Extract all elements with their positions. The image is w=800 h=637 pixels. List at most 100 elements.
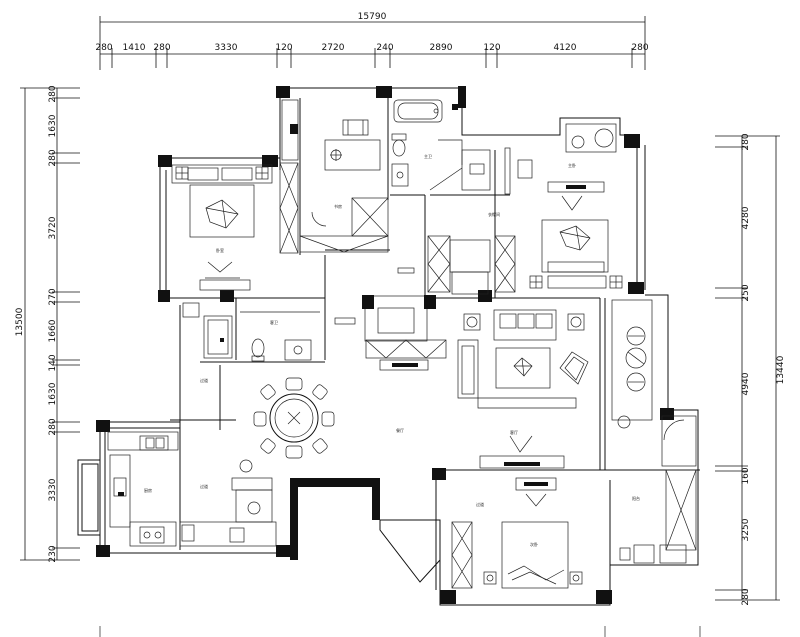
lamp-icon	[529, 275, 543, 289]
top-seg-6: 240	[376, 43, 393, 53]
interior-walls	[100, 98, 700, 590]
chair-icon	[285, 377, 303, 391]
top-seg-0: 280	[95, 43, 112, 53]
right-seg-6: 280	[741, 588, 751, 605]
room-label-dining: 餐厅	[396, 427, 404, 433]
bed-icon	[189, 184, 255, 238]
room-label-corridor: 过道	[200, 377, 208, 383]
kitchen: 厨房 过道	[107, 431, 277, 547]
lamp-icon	[567, 313, 585, 331]
lamp-icon	[483, 571, 497, 585]
chair-icon	[312, 438, 328, 454]
top-seg-4: 120	[275, 43, 292, 53]
bed-icon: 次卧	[501, 521, 569, 589]
top-ticks	[111, 48, 633, 68]
lamp-icon	[255, 166, 269, 180]
room-label-cloakroom: 衣帽间	[488, 211, 500, 217]
room-label-study: 书房	[334, 203, 342, 209]
dining-table-icon	[269, 393, 319, 443]
bathtub-icon	[393, 99, 443, 123]
bed-icon	[541, 219, 609, 273]
room-label-bedroom-nw: 卧室	[216, 247, 224, 253]
bedroom-nw: 卧室	[171, 164, 273, 291]
right-total-dim: 13440	[776, 355, 786, 384]
left-seg-9: 3330	[48, 478, 58, 501]
right-seg-4: 160	[741, 467, 751, 484]
right-seg-0: 280	[741, 133, 751, 150]
room-label-bedroom-ne: 主卧	[568, 162, 576, 168]
left-seg-2: 280	[48, 149, 58, 166]
sofa-icon	[493, 309, 557, 341]
top-seg-1: 1410	[123, 43, 146, 53]
chair-icon	[625, 347, 647, 369]
room-label-corridor-3: 过道	[476, 501, 484, 507]
top-seg-9: 4120	[554, 43, 577, 53]
corner-tick-marks	[99, 626, 701, 637]
sink-icon	[113, 477, 127, 497]
armchair-icon	[565, 123, 617, 153]
living-room: 客厅	[457, 309, 589, 469]
top-seg-5: 2720	[322, 43, 345, 53]
stove-icon	[139, 526, 165, 544]
right-dimension-chain: 13440 280 4280 250 4940 160 3250 280	[715, 133, 786, 606]
chair-icon	[253, 411, 267, 427]
room-label-master-bath: 主卫	[424, 153, 432, 159]
room-label-balcony: 阳台	[632, 495, 640, 501]
study-room: 书房	[279, 99, 389, 254]
left-dimension-chain: 13500 280 1630 280 3720 270 1660 140 163…	[15, 85, 80, 563]
left-seg-10: 230	[48, 545, 58, 562]
room-label-kitchen: 厨房	[144, 487, 152, 493]
lamp-icon	[175, 166, 189, 180]
right-seg-5: 3250	[741, 518, 751, 541]
chair-icon	[626, 372, 646, 392]
master-bath: 主卫	[391, 99, 463, 191]
right-ticks	[715, 146, 748, 591]
bedroom-ne: 主卧	[517, 123, 623, 289]
left-seg-6: 140	[48, 354, 58, 371]
chair-icon	[312, 384, 328, 400]
dining-area: 过道 餐厅	[200, 267, 415, 459]
toilet-icon	[391, 133, 407, 157]
left-seg-5: 1660	[48, 319, 58, 342]
room-label-guest-bath: 客卫	[270, 319, 278, 325]
left-seg-7: 1630	[48, 382, 58, 405]
chair-icon	[260, 384, 276, 400]
right-seg-1: 4280	[741, 206, 751, 229]
east-balcony: 阳台	[611, 299, 697, 564]
left-total-dim: 13500	[15, 307, 25, 336]
chair-icon	[626, 326, 646, 346]
lamp-icon	[463, 313, 481, 331]
top-seg-10: 280	[631, 43, 648, 53]
chair-icon	[285, 445, 303, 459]
left-seg-0: 280	[48, 85, 58, 102]
top-seg-7: 2890	[430, 43, 453, 53]
chair-icon	[342, 119, 369, 136]
top-seg-3: 3330	[215, 43, 238, 53]
left-ticks	[52, 97, 80, 549]
room-label-living: 客厅	[510, 429, 518, 435]
top-dimension-chain: 15790 280 1410 280 3330 120 2720 240 289…	[95, 12, 649, 70]
left-seg-8: 280	[48, 418, 58, 435]
lamp-icon	[609, 275, 623, 289]
chair-icon	[321, 411, 335, 427]
lamp-icon	[569, 571, 583, 585]
guest-bath: 客卫	[182, 302, 356, 362]
tv-cabinet	[362, 295, 447, 371]
room-label-corridor-2: 过道	[200, 483, 208, 489]
left-seg-1: 1630	[48, 114, 58, 137]
top-total-dim: 15790	[358, 12, 387, 22]
right-seg-3: 4940	[741, 372, 751, 395]
top-seg-2: 280	[153, 43, 170, 53]
top-seg-8: 120	[483, 43, 500, 53]
chair-icon	[260, 438, 276, 454]
left-seg-3: 3720	[48, 216, 58, 239]
left-seg-4: 270	[48, 288, 58, 305]
right-seg-2: 250	[741, 284, 751, 301]
lamp-icon	[330, 149, 342, 161]
toilet-icon	[251, 338, 265, 362]
bedroom-s: 过道 次卧	[451, 477, 583, 589]
armchair-icon	[559, 351, 589, 385]
cloakroom: 衣帽间	[427, 147, 516, 295]
room-label-bedroom-s: 次卧	[530, 541, 538, 547]
